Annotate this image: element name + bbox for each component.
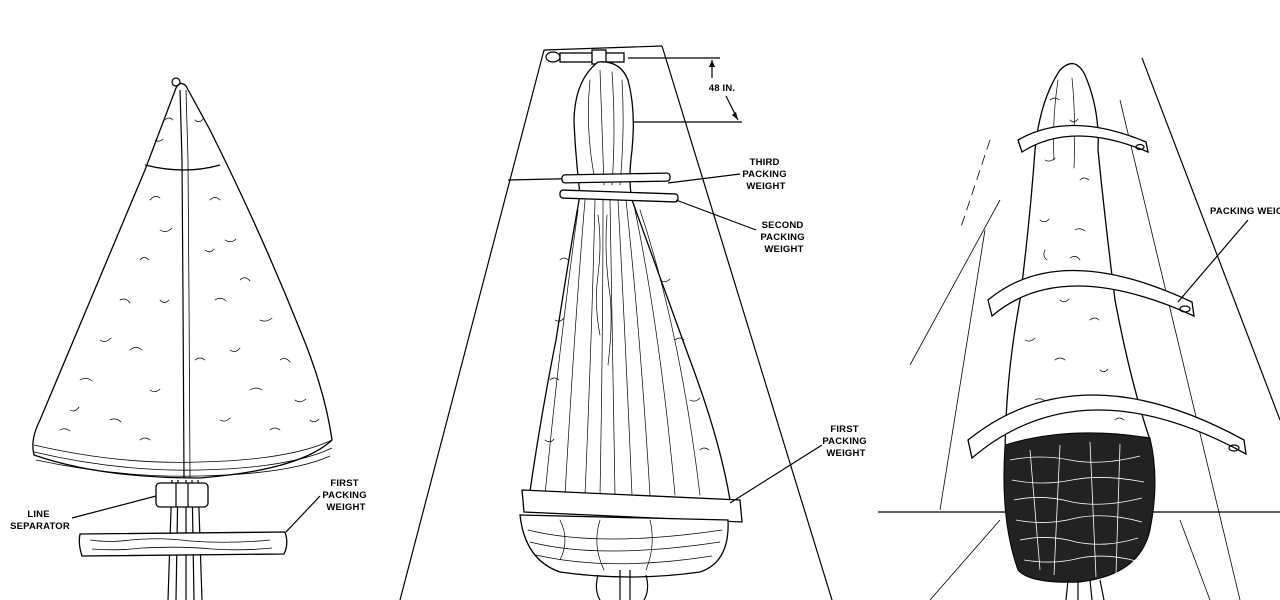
- label-first-packing-weight-2: FIRST PACKING WEIGHT: [822, 424, 869, 459]
- leader-first-weight: [286, 496, 320, 532]
- figure-2-stretched-canopy: 48 IN. THIRD PACKING WEIGHT SECOND PACKI…: [400, 46, 870, 600]
- figure-3-weighted-canopy: PACKING WEIG: [878, 58, 1280, 600]
- apex-clamp: [546, 50, 624, 64]
- label-first-packing-weight-1: FIRST PACKING WEIGHT: [322, 478, 369, 513]
- canopy-skirt: [520, 515, 728, 577]
- figure-1-folded-canopy: LINE SEPARATOR FIRST PACKING WEIGHT: [10, 78, 370, 600]
- leader-packing-weight-3: [1178, 220, 1248, 302]
- leader-first-weight-2: [730, 445, 822, 503]
- leader-second-weight: [676, 200, 756, 230]
- first-packing-weight-bar: [79, 532, 286, 556]
- dimension-label: 48 IN.: [709, 83, 736, 94]
- label-second-packing-weight: SECOND PACKING WEIGHT: [760, 220, 807, 255]
- leader-line-separator: [72, 496, 156, 518]
- third-packing-weight: [562, 173, 670, 183]
- label-line-separator: LINE SEPARATOR: [10, 509, 70, 532]
- line-separator: [156, 483, 208, 507]
- canopy-body: [528, 62, 730, 505]
- dimension-48-in: 48 IN.: [628, 58, 742, 122]
- apex-loop: [172, 78, 180, 86]
- label-packing-weight-3: PACKING WEIG: [1210, 206, 1280, 217]
- label-third-packing-weight: THIRD PACKING WEIGHT: [742, 157, 789, 192]
- second-packing-weight: [560, 190, 678, 202]
